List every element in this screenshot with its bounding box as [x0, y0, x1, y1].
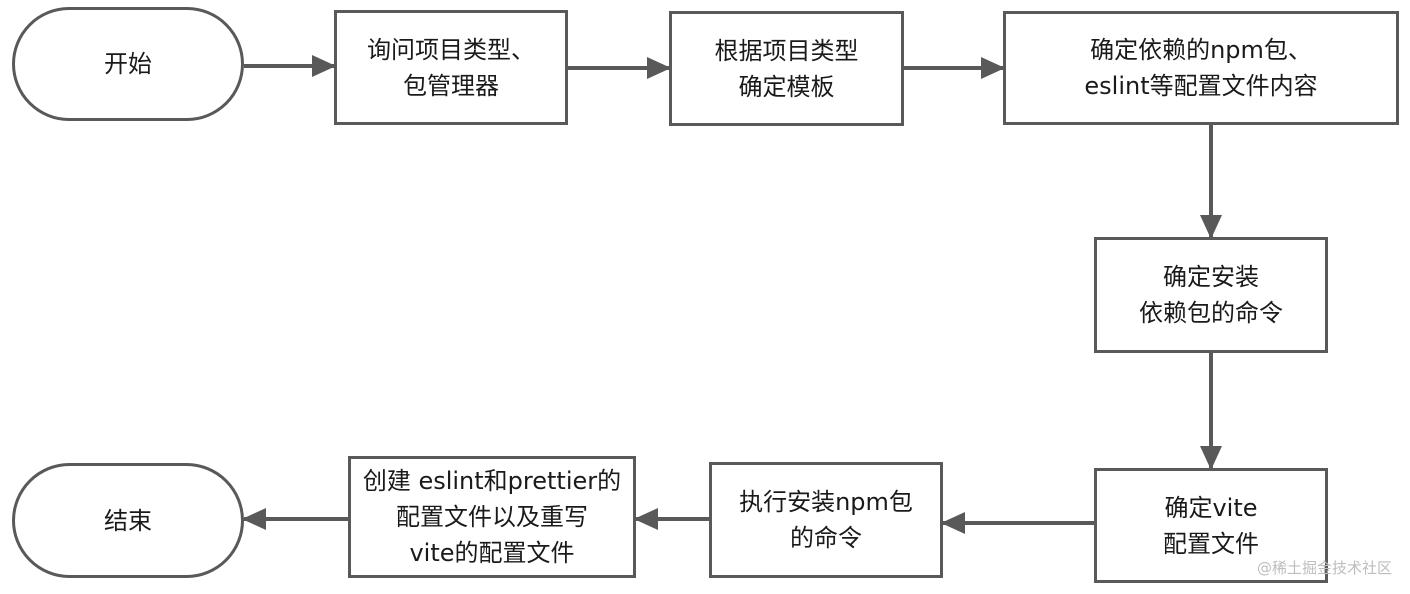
determine-template-node: 根据项目类型 确定模板 [669, 11, 904, 126]
watermark-text: @稀土掘金技术社区 [1256, 559, 1392, 577]
ask-line-1: 询问项目类型、 [367, 35, 535, 64]
determine-install-command-node: 确定安装 依赖包的命令 [1094, 237, 1328, 353]
start-node: 开始 [12, 7, 244, 121]
deps-line-2: eslint等配置文件内容 [1084, 72, 1318, 100]
run-install-line-1: 执行安装npm包 [739, 488, 913, 516]
run-install-line-2: 的命令 [790, 524, 862, 552]
create-config-line-2: 配置文件以及重写 [396, 503, 588, 531]
install-cmd-line-2: 依赖包的命令 [1139, 299, 1283, 327]
vite-config-line-1: 确定vite [1164, 493, 1258, 522]
start-label: 开始 [104, 50, 152, 78]
ask-project-type-node: 询问项目类型、 包管理器 [334, 10, 568, 125]
end-node: 结束 [12, 463, 244, 578]
create-config-node: 创建 eslint和prettier的 配置文件以及重写 vite的配置文件 [348, 456, 636, 578]
determine-deps-node: 确定依赖的npm包、 eslint等配置文件内容 [1003, 11, 1399, 125]
template-line-2: 确定模板 [738, 72, 835, 101]
create-config-line-1: 创建 eslint和prettier的 [362, 467, 622, 495]
deps-line-1: 确定依赖的npm包、 [1090, 36, 1312, 64]
vite-config-line-2: 配置文件 [1163, 529, 1259, 558]
install-cmd-line-1: 确定安装 [1163, 263, 1259, 291]
ask-line-2: 包管理器 [403, 71, 499, 100]
run-install-node: 执行安装npm包 的命令 [709, 462, 943, 578]
end-label: 结束 [104, 506, 152, 535]
determine-vite-config-node: 确定vite 配置文件 [1094, 468, 1328, 583]
create-config-line-3: vite的配置文件 [409, 539, 575, 567]
template-line-1: 根据项目类型 [714, 36, 859, 65]
